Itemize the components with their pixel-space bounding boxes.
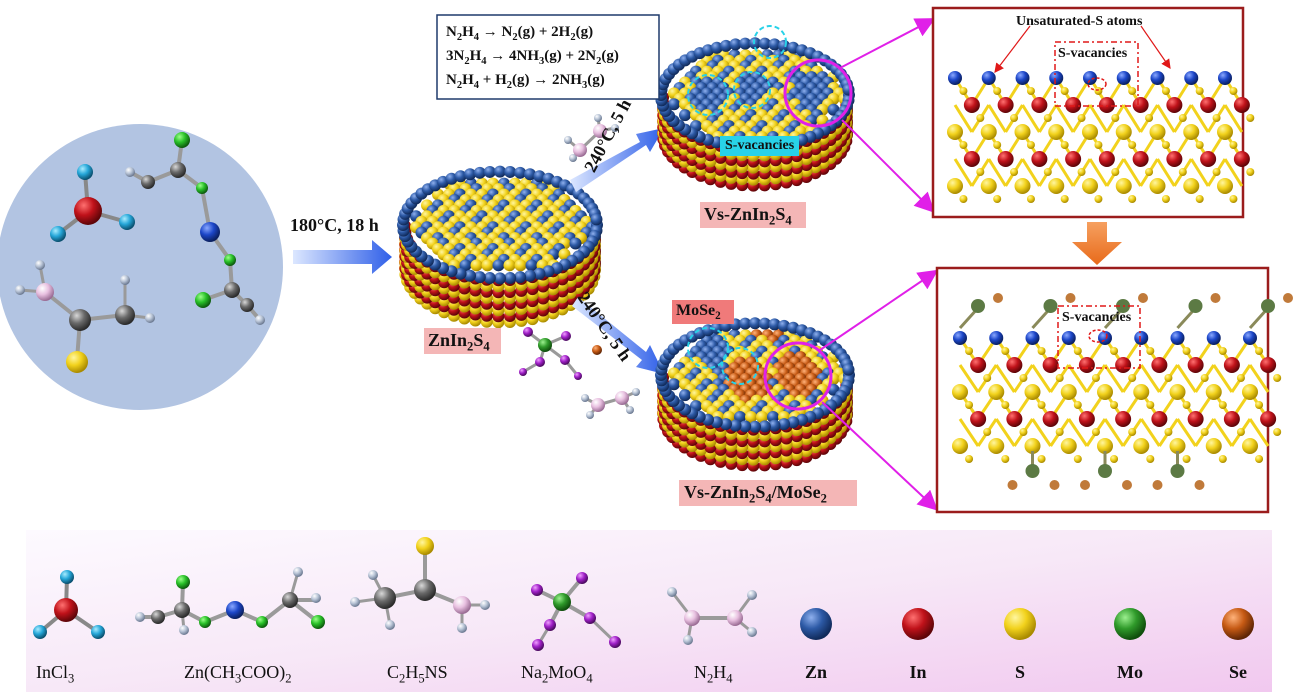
vs-znins4-label: Vs-ZnIn2S4 (704, 204, 792, 228)
legend-zn-acetate-label: Zn(CH3COO)2 (184, 662, 292, 686)
reaction-2: 3N2H4 → 4NH3(g) + 2N2(g) (446, 48, 619, 67)
znins4-crystal (397, 165, 603, 329)
legend-mo-label: Mo (1117, 662, 1143, 682)
unsaturated-s-label: Unsaturated-S atoms (1016, 14, 1143, 29)
legend-se-label: Se (1229, 662, 1247, 682)
incl3-molecule (50, 164, 135, 242)
legend-incl3-label: InCl3 (36, 662, 75, 686)
structure-bottom-lattice (952, 293, 1293, 490)
reaction-1: N2H4 → N2(g) + 2H2(g) (446, 24, 594, 43)
legend-c2h5ns-label: C2H5NS (387, 662, 448, 686)
step1-label: 180°C, 18 h (290, 215, 379, 235)
mose2-label-box (672, 300, 734, 324)
s-vacancies-badge: S-vacancies (720, 136, 800, 156)
legend-n2h4-label: N2H4 (694, 662, 733, 686)
n2h4-molecule-bottom (581, 388, 640, 419)
legend-na2moo4-icon (531, 572, 621, 651)
s-vacancies-top-label: S-vacancies (1058, 46, 1128, 61)
vs-znins4-mose2-label-box (679, 480, 857, 506)
legend-zn-acetate-icon (135, 567, 325, 635)
vacancy-circle-bottom (1088, 329, 1108, 343)
znins4-label: ZnIn2S4 (428, 330, 490, 354)
legend-zn-sphere (800, 608, 832, 640)
na2moo4-molecule (519, 327, 602, 380)
arrow-step1 (293, 240, 392, 274)
legend-zn-label: Zn (804, 662, 828, 682)
magenta-pointers (763, 18, 939, 511)
s-vacancies-bottom-label: S-vacancies (1062, 310, 1132, 325)
reaction-3: N2H4 + H2(g) → 2NH3(g) (446, 72, 605, 91)
vs-znins4-crystal (655, 25, 855, 192)
legend-in-sphere (902, 608, 934, 640)
mose2-label: MoSe2 (676, 302, 721, 323)
c2h5ns-molecule (15, 260, 155, 373)
vacancy-box-bottom (1057, 305, 1141, 369)
legend-se-sphere (1222, 608, 1254, 640)
orange-down-arrow (1072, 222, 1122, 265)
legend-n2h4-icon (667, 587, 757, 645)
legend-in-label: In (909, 662, 927, 682)
vacancy-box-top (1054, 41, 1139, 107)
legend-na2moo4-label: Na2MoO4 (521, 662, 593, 686)
zn-acetate-molecule (125, 132, 265, 325)
vacancy-circle-top (1087, 77, 1107, 91)
legend-s-label: S (1014, 662, 1025, 682)
legend-s-sphere (1004, 608, 1036, 640)
reaction-box (436, 14, 660, 100)
arrow-step2 (570, 128, 664, 192)
vs-znins4-mose2-label: Vs-ZnIn2S4/MoSe2 (684, 482, 827, 506)
arrow-step3 (572, 297, 664, 374)
structure-top-lattice (947, 71, 1255, 203)
znins4-label-box (424, 328, 501, 354)
legend-incl3-icon (33, 570, 105, 639)
n2h4-molecule-top (564, 114, 619, 162)
vs-znins4-label-box (700, 202, 806, 228)
legend-mo-sphere (1114, 608, 1146, 640)
precursor-circle (0, 124, 283, 410)
legend-molecules (33, 537, 1254, 651)
legend-c2h5ns-icon (350, 537, 490, 633)
